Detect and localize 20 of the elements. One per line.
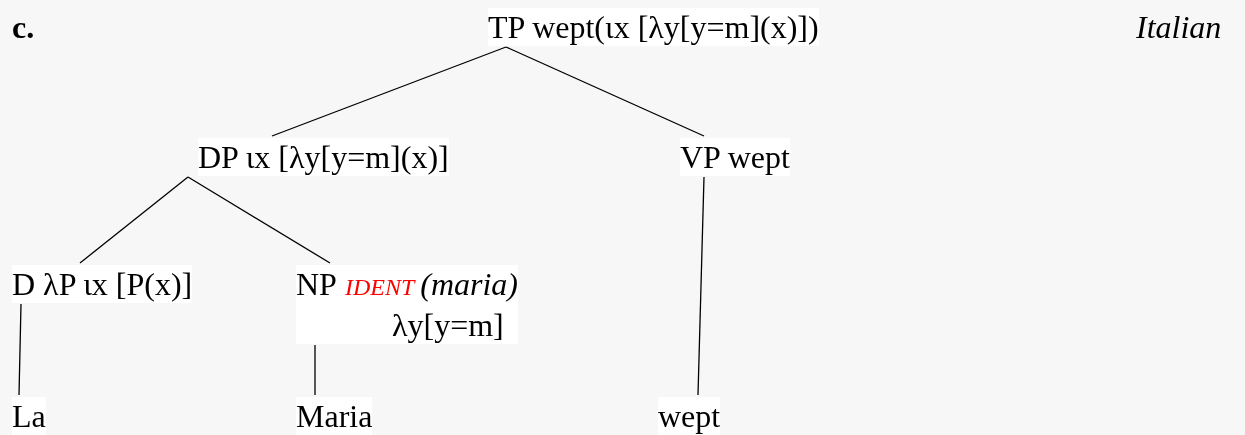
tree-node-label: La [12, 397, 46, 435]
tree-branch [314, 344, 316, 396]
tree-node-label: D λP ιx [P(x)] [12, 265, 193, 303]
tree-branch [187, 176, 331, 264]
tree-branch [697, 176, 705, 396]
tree-branch [18, 303, 22, 396]
semantic-value: λy[y=m] [392, 306, 505, 344]
tree-node-label: Maria [296, 397, 373, 435]
language-label: Italian [1136, 8, 1222, 46]
tree-branch [79, 176, 189, 264]
tree-branch [505, 46, 705, 137]
tree-branch [271, 46, 507, 137]
node-label-part: IDENT [344, 273, 415, 302]
tree-node-label: TP wept(ιx [λy[y=m](x)]) [488, 8, 819, 46]
example-letter: c. [12, 8, 35, 46]
tree-node-label: DP ιx [λy[y=m](x)] [198, 138, 449, 176]
tree-node-label: wept [658, 397, 721, 435]
node-label-part: NP [296, 265, 337, 303]
tree-node-label: VP wept [680, 138, 790, 176]
node-label-part: (maria) [420, 265, 518, 303]
